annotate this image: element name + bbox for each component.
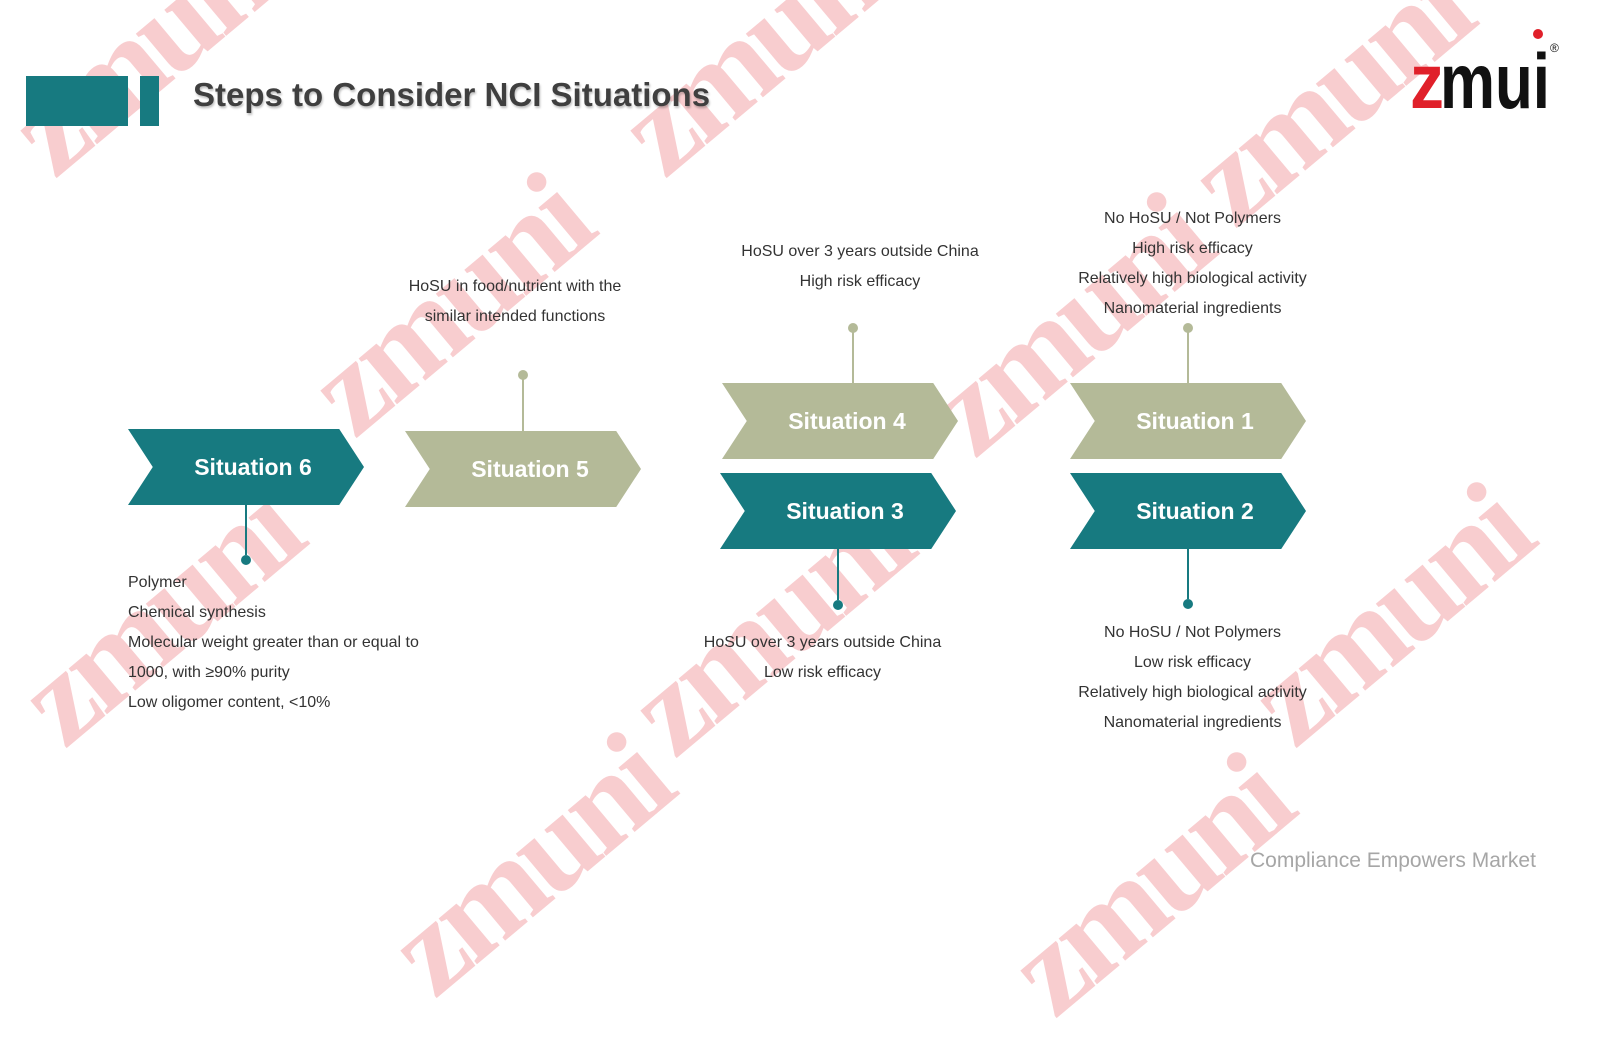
zmuni-logo-icon: z mui ® [1410,29,1559,125]
situation-1-arrow: Situation 1 [1070,383,1306,459]
situation-2-arrow: Situation 2 [1070,473,1306,549]
situation-4-label: Situation 4 [788,407,906,434]
situation-6-label: Situation 6 [194,453,312,480]
situation-2-label: Situation 2 [1136,497,1254,524]
watermark: zmuni [360,708,696,1022]
footer-tagline: Compliance Empowers Market [1250,849,1536,872]
situation-3-dot [833,600,843,610]
description-line: Low risk efficacy [763,664,882,681]
description-line: HoSU over 3 years outside China [703,634,942,651]
watermark: zmuni [980,728,1316,1042]
logo-registered-mark: ® [1550,41,1559,55]
page-title: Steps to Consider NCI Situations [193,76,711,113]
description-line: High risk efficacy [799,273,921,290]
description-line: No HoSU / Not Polymers [1104,210,1281,227]
description-line: 1000, with ≥90% purity [128,664,290,681]
logo-mni-glyph: mui [1440,37,1550,116]
brand-logo: z mui ® zmuni [1410,26,1570,125]
situation-1-description: No HoSU / Not Polymers High risk efficac… [1050,204,1335,324]
situation-3-arrow: Situation 3 [720,473,956,549]
description-line: Relatively high biological activity [1078,684,1307,701]
description-line: No HoSU / Not Polymers [1104,624,1281,641]
description-line: High risk efficacy [1132,240,1253,257]
description-line: Low risk efficacy [1133,654,1252,671]
situation-6-description: Polymer Chemical synthesis Molecular wei… [128,568,419,718]
situation-3-connector [837,549,839,600]
logo-z-glyph: z [1410,37,1444,116]
situation-1-dot [1183,323,1193,333]
situation-3-description: HoSU over 3 years outside China Low risk… [680,628,965,688]
description-line: Polymer [128,574,187,591]
description-line: Relatively high biological activity [1078,270,1307,287]
description-line: Molecular weight greater than or equal t… [128,634,419,651]
situation-4-dot [848,323,858,333]
situation-5-description: HoSU in food/nutrient with the similar i… [400,272,630,332]
situation-4-arrow: Situation 4 [722,383,958,459]
header-accent-stripe [140,76,159,126]
situation-6-connector [245,505,247,555]
situation-2-description: No HoSU / Not Polymers Low risk efficacy… [1050,618,1335,738]
situation-4-connector [852,331,854,384]
situation-1-label: Situation 1 [1136,407,1254,434]
description-line: HoSU over 3 years outside China [741,243,979,260]
situation-5-connector [522,378,524,431]
situation-2-dot [1183,599,1193,609]
description-line: Nanomaterial ingredients [1103,300,1282,317]
situation-5-label: Situation 5 [471,455,589,482]
situation-6-dot [241,555,251,565]
situation-5-arrow: Situation 5 [405,431,641,507]
description-line: HoSU in food/nutrient with the [408,278,622,295]
situation-1-connector [1187,331,1189,384]
description-line: Chemical synthesis [128,604,266,621]
situation-5-dot [518,370,528,380]
situation-6-arrow: Situation 6 [128,429,364,505]
situation-4-description: HoSU over 3 years outside China High ris… [720,237,1000,297]
header-accent-block [26,76,128,126]
description-line: Nanomaterial ingredients [1103,714,1282,731]
logo-dot [1533,29,1543,39]
situation-2-connector [1187,549,1189,599]
situation-3-label: Situation 3 [786,497,904,524]
description-line: similar intended functions [424,308,606,325]
description-line: Low oligomer content, <10% [128,694,331,711]
